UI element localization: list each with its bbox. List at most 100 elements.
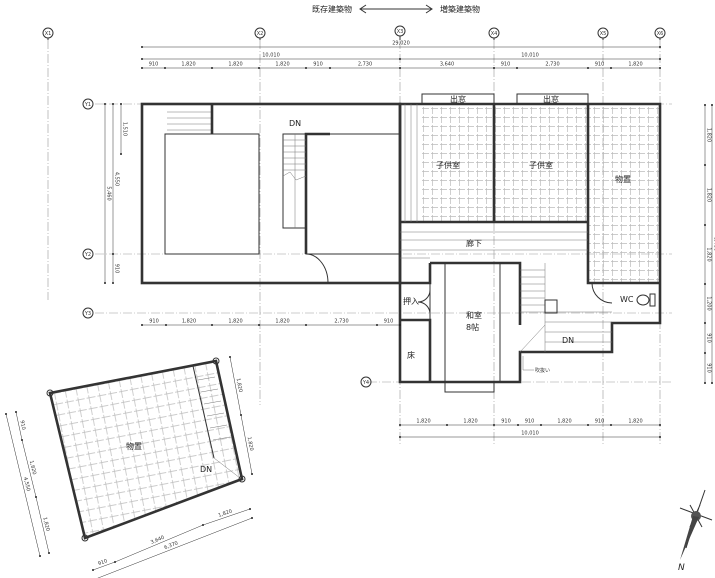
dimension-value: 10,010 bbox=[262, 53, 280, 59]
shed-floor bbox=[50, 361, 242, 538]
dimension-tick bbox=[240, 414, 242, 416]
grid-label-x: X1 bbox=[45, 31, 52, 37]
dimension-lines: 29,020 10,010 10,010 910 1,820 1,820 1,820 910 2… bbox=[5, 41, 715, 578]
dimension-value: 910 bbox=[97, 558, 108, 567]
dimension-tick bbox=[704, 322, 706, 324]
dimension-tick bbox=[229, 356, 231, 358]
compass-rose-icon bbox=[679, 489, 713, 560]
dimension-value: 1,820 bbox=[706, 247, 712, 261]
hallway-label: 廊下 bbox=[466, 238, 482, 248]
dimension-value: 1,820 bbox=[275, 319, 289, 325]
dimension-tick bbox=[376, 324, 378, 326]
dimension-value: 1,820 bbox=[182, 319, 196, 325]
dimension-value: 1,820 bbox=[228, 62, 242, 68]
kids-room-2-floor bbox=[494, 104, 588, 222]
dimension-tick bbox=[587, 67, 589, 69]
bay-window-2-label: 出窓 bbox=[543, 94, 559, 104]
double-arrow-icon bbox=[359, 4, 433, 14]
dimension-value: 1,820 bbox=[628, 419, 642, 425]
grid-bubble-y bbox=[360, 376, 372, 388]
dimension-tick bbox=[329, 67, 331, 69]
dimension-tick bbox=[305, 67, 307, 69]
grid-bubble-y bbox=[82, 307, 94, 319]
bay-window-1-label: 出窓 bbox=[450, 94, 466, 104]
grid-label-y: Y1 bbox=[84, 102, 91, 108]
detached-shed bbox=[46, 357, 246, 542]
dimension-tick bbox=[399, 58, 401, 60]
dimension-tick bbox=[516, 67, 518, 69]
dimension-value: 1,820 bbox=[218, 509, 233, 519]
existing-building bbox=[140, 102, 402, 285]
down-label-left: DN bbox=[289, 119, 301, 128]
dimension-tick bbox=[141, 67, 143, 69]
dimension-tick bbox=[711, 382, 713, 384]
dimension-value: 10,010 bbox=[521, 53, 539, 59]
japanese-room-size: 8帖 bbox=[466, 322, 479, 332]
dimension-line bbox=[5, 413, 41, 557]
grid-label-y: Y2 bbox=[84, 252, 91, 258]
dimension-value: 910 bbox=[501, 419, 511, 425]
dimension-value: 3,640 bbox=[440, 62, 454, 68]
dimension-tick bbox=[659, 424, 661, 426]
kids-room-1-floor bbox=[422, 104, 494, 222]
shed-storage-label: 物置 bbox=[126, 441, 142, 451]
grid-bubble-y bbox=[82, 248, 94, 260]
dimension-tick bbox=[120, 153, 122, 155]
dimension-value: 2,730 bbox=[545, 62, 559, 68]
dimension-tick bbox=[659, 436, 661, 438]
dimension-tick bbox=[120, 103, 122, 105]
dimension-tick bbox=[540, 424, 542, 426]
alcove-label: 床 bbox=[407, 350, 415, 360]
dimension-tick bbox=[114, 561, 116, 563]
dimension-value: 910 bbox=[595, 62, 605, 68]
dimension-value: 29,020 bbox=[392, 41, 410, 47]
dimension-value: 1,820 bbox=[235, 378, 244, 393]
dimension-tick bbox=[704, 352, 706, 354]
storage-floor bbox=[588, 104, 660, 283]
dimension-value: 1,820 bbox=[557, 419, 571, 425]
dimension-tick bbox=[258, 324, 260, 326]
dimension-tick bbox=[587, 424, 589, 426]
dimension-value: 1,820 bbox=[706, 188, 712, 202]
dimension-value: 910 bbox=[149, 319, 159, 325]
existing-building-label: 既存建築物 bbox=[312, 4, 352, 14]
dimension-tick bbox=[258, 67, 260, 69]
addition-building-label: 増築建築物 bbox=[440, 4, 480, 14]
void-note: 吹抜い bbox=[535, 367, 550, 374]
dimension-value: 910 bbox=[706, 333, 712, 343]
grid-label-x: X5 bbox=[600, 31, 607, 37]
grid-label-x: X3 bbox=[397, 29, 404, 35]
grid-bubble-y bbox=[82, 98, 94, 110]
dimension-value: 1,820 bbox=[228, 319, 242, 325]
dimension-tick bbox=[704, 283, 706, 285]
dimension-line bbox=[97, 517, 253, 578]
dimension-tick bbox=[446, 424, 448, 426]
dimension-tick bbox=[141, 46, 143, 48]
dimension-tick bbox=[21, 439, 23, 441]
dimension-tick bbox=[659, 46, 661, 48]
dimension-value: 2,730 bbox=[358, 62, 372, 68]
dimension-tick bbox=[35, 496, 37, 498]
dimension-tick bbox=[39, 555, 41, 557]
dimension-tick bbox=[517, 424, 519, 426]
down-label-right: DN bbox=[562, 336, 574, 345]
dimension-tick bbox=[202, 524, 204, 526]
dimension-value: 6,370 bbox=[163, 540, 179, 551]
dimension-tick bbox=[48, 552, 50, 554]
dimension-tick bbox=[399, 424, 401, 426]
dimension-tick bbox=[305, 324, 307, 326]
dimension-tick bbox=[659, 58, 661, 60]
grid-label-y: Y4 bbox=[362, 380, 369, 386]
shed-down-label: DN bbox=[200, 465, 212, 474]
dimension-value: 910 bbox=[595, 419, 605, 425]
grid-label-y: Y3 bbox=[84, 311, 91, 317]
dimension-tick bbox=[112, 103, 114, 105]
dimension-tick bbox=[251, 517, 253, 519]
dimension-value: 4,550 bbox=[114, 172, 120, 186]
dimension-value: 1,820 bbox=[416, 419, 430, 425]
dimension-tick bbox=[493, 424, 495, 426]
kids-room-1-label: 子供室 bbox=[436, 160, 460, 170]
